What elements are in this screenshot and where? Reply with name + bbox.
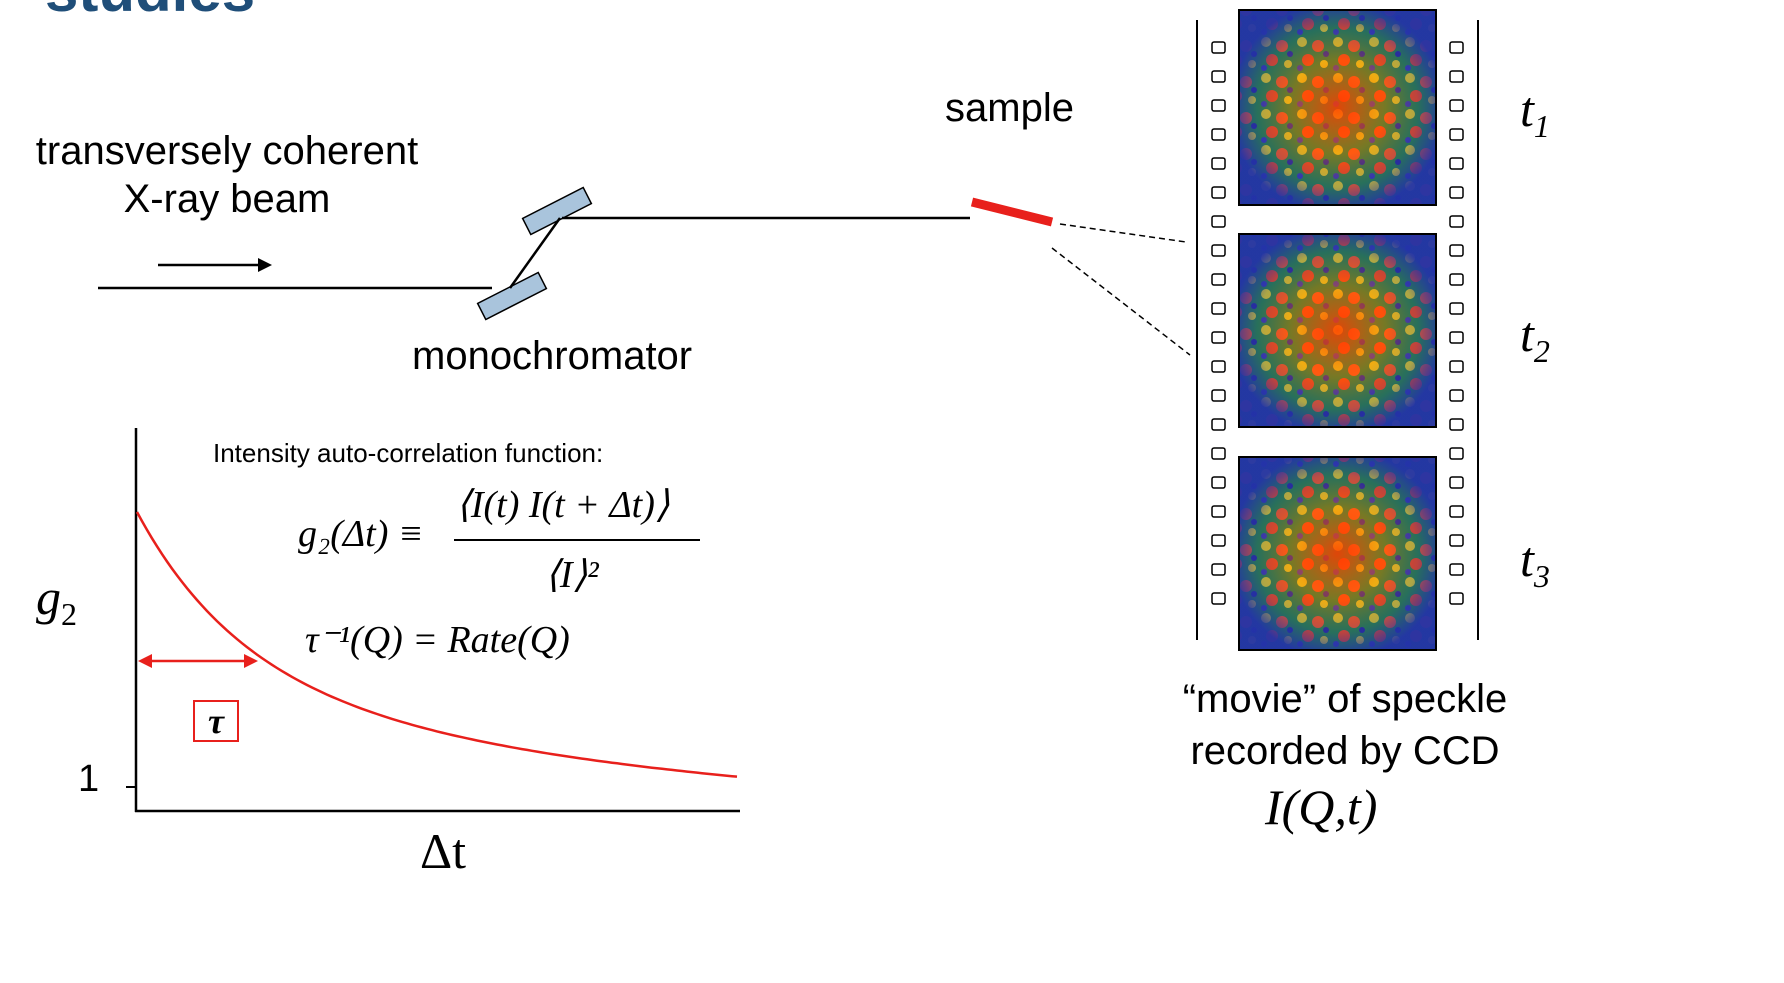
sprocket-hole bbox=[1449, 505, 1464, 518]
sprocket-hole bbox=[1211, 186, 1226, 199]
sprocket-hole bbox=[1449, 41, 1464, 54]
sprocket-hole bbox=[1211, 128, 1226, 141]
beam-label-line2: X-ray beam bbox=[123, 177, 331, 221]
sample-label: sample bbox=[945, 86, 1074, 130]
slide-title: studies bbox=[45, 0, 255, 25]
time-label-2: t2 bbox=[1520, 306, 1550, 369]
film-sprocket-holes bbox=[1211, 41, 1464, 605]
projection-line-top bbox=[1059, 223, 1187, 243]
equation-g2-denominator: ⟨I⟩² bbox=[545, 554, 599, 596]
sprocket-hole bbox=[1211, 302, 1226, 315]
sprocket-hole bbox=[1449, 157, 1464, 170]
sprocket-hole bbox=[1211, 505, 1226, 518]
sprocket-hole bbox=[1449, 476, 1464, 489]
time-label-1: t1 bbox=[1520, 81, 1550, 144]
sample-bar bbox=[970, 197, 1054, 227]
sprocket-hole bbox=[1449, 99, 1464, 112]
movie-caption-line2: recorded by CCD bbox=[1190, 729, 1500, 773]
sprocket-hole bbox=[1211, 360, 1226, 373]
sprocket-hole bbox=[1211, 70, 1226, 83]
sprocket-hole bbox=[1449, 563, 1464, 576]
movie-caption-line1: “movie” of speckle bbox=[1182, 677, 1508, 721]
sprocket-hole bbox=[1211, 244, 1226, 257]
sprocket-hole bbox=[1449, 389, 1464, 402]
speckle-frame-3 bbox=[1238, 456, 1437, 651]
sprocket-hole bbox=[1211, 331, 1226, 344]
tau-label-box: τ bbox=[193, 700, 239, 742]
speckle-frame-2 bbox=[1238, 233, 1437, 428]
sprocket-hole bbox=[1449, 447, 1464, 460]
autocorrelation-heading: Intensity auto-correlation function: bbox=[213, 438, 604, 468]
sprocket-hole bbox=[1449, 215, 1464, 228]
sprocket-hole bbox=[1449, 331, 1464, 344]
sprocket-hole bbox=[1211, 476, 1226, 489]
monochromator-crystals bbox=[476, 186, 593, 321]
sprocket-hole bbox=[1449, 128, 1464, 141]
projection-line-bottom bbox=[1051, 247, 1191, 356]
sprocket-hole bbox=[1449, 186, 1464, 199]
g2-decay-curve bbox=[135, 511, 738, 778]
sprocket-hole bbox=[1449, 592, 1464, 605]
sprocket-hole bbox=[1211, 447, 1226, 460]
sprocket-hole bbox=[1449, 418, 1464, 431]
sprocket-hole bbox=[1211, 273, 1226, 286]
sprocket-hole bbox=[1211, 418, 1226, 431]
x-axis-label: Δt bbox=[420, 823, 467, 879]
sprocket-hole bbox=[1449, 244, 1464, 257]
beam-label: transversely coherent X-ray beam bbox=[12, 127, 442, 223]
sprocket-hole bbox=[1211, 389, 1226, 402]
intensity-function-label: I(Q,t) bbox=[1265, 779, 1378, 835]
beam-direction-arrowhead bbox=[258, 258, 272, 272]
time-label-3: t3 bbox=[1520, 531, 1550, 594]
sprocket-hole bbox=[1449, 70, 1464, 83]
monochromator-label: monochromator bbox=[412, 334, 693, 378]
equation-g2-numerator: ⟨I(t) I(t + Δt)⟩ bbox=[456, 484, 670, 526]
sprocket-hole bbox=[1449, 273, 1464, 286]
movie-caption: “movie” of speckle recorded by CCD bbox=[1145, 673, 1545, 777]
film-strip bbox=[1196, 9, 1479, 651]
y-axis-label: g2 bbox=[36, 569, 77, 632]
sprocket-hole bbox=[1211, 592, 1226, 605]
sprocket-hole bbox=[1449, 534, 1464, 547]
sprocket-hole bbox=[1211, 563, 1226, 576]
equation-g2-lhs: g₂(Δt) ≡ bbox=[298, 513, 424, 555]
sprocket-hole bbox=[1449, 302, 1464, 315]
tau-arrow bbox=[138, 654, 258, 668]
speckle-frame-1 bbox=[1238, 9, 1437, 206]
sprocket-hole bbox=[1211, 157, 1226, 170]
equation-rate: τ⁻¹(Q) = Rate(Q) bbox=[305, 619, 570, 661]
sprocket-hole bbox=[1211, 534, 1226, 547]
sprocket-hole bbox=[1211, 99, 1226, 112]
sprocket-hole bbox=[1211, 215, 1226, 228]
sprocket-hole bbox=[1449, 360, 1464, 373]
sprocket-hole bbox=[1211, 41, 1226, 54]
beam-label-line1: transversely coherent bbox=[35, 129, 419, 173]
monochromator-path bbox=[508, 217, 562, 289]
y-tick-label: 1 bbox=[78, 758, 100, 800]
